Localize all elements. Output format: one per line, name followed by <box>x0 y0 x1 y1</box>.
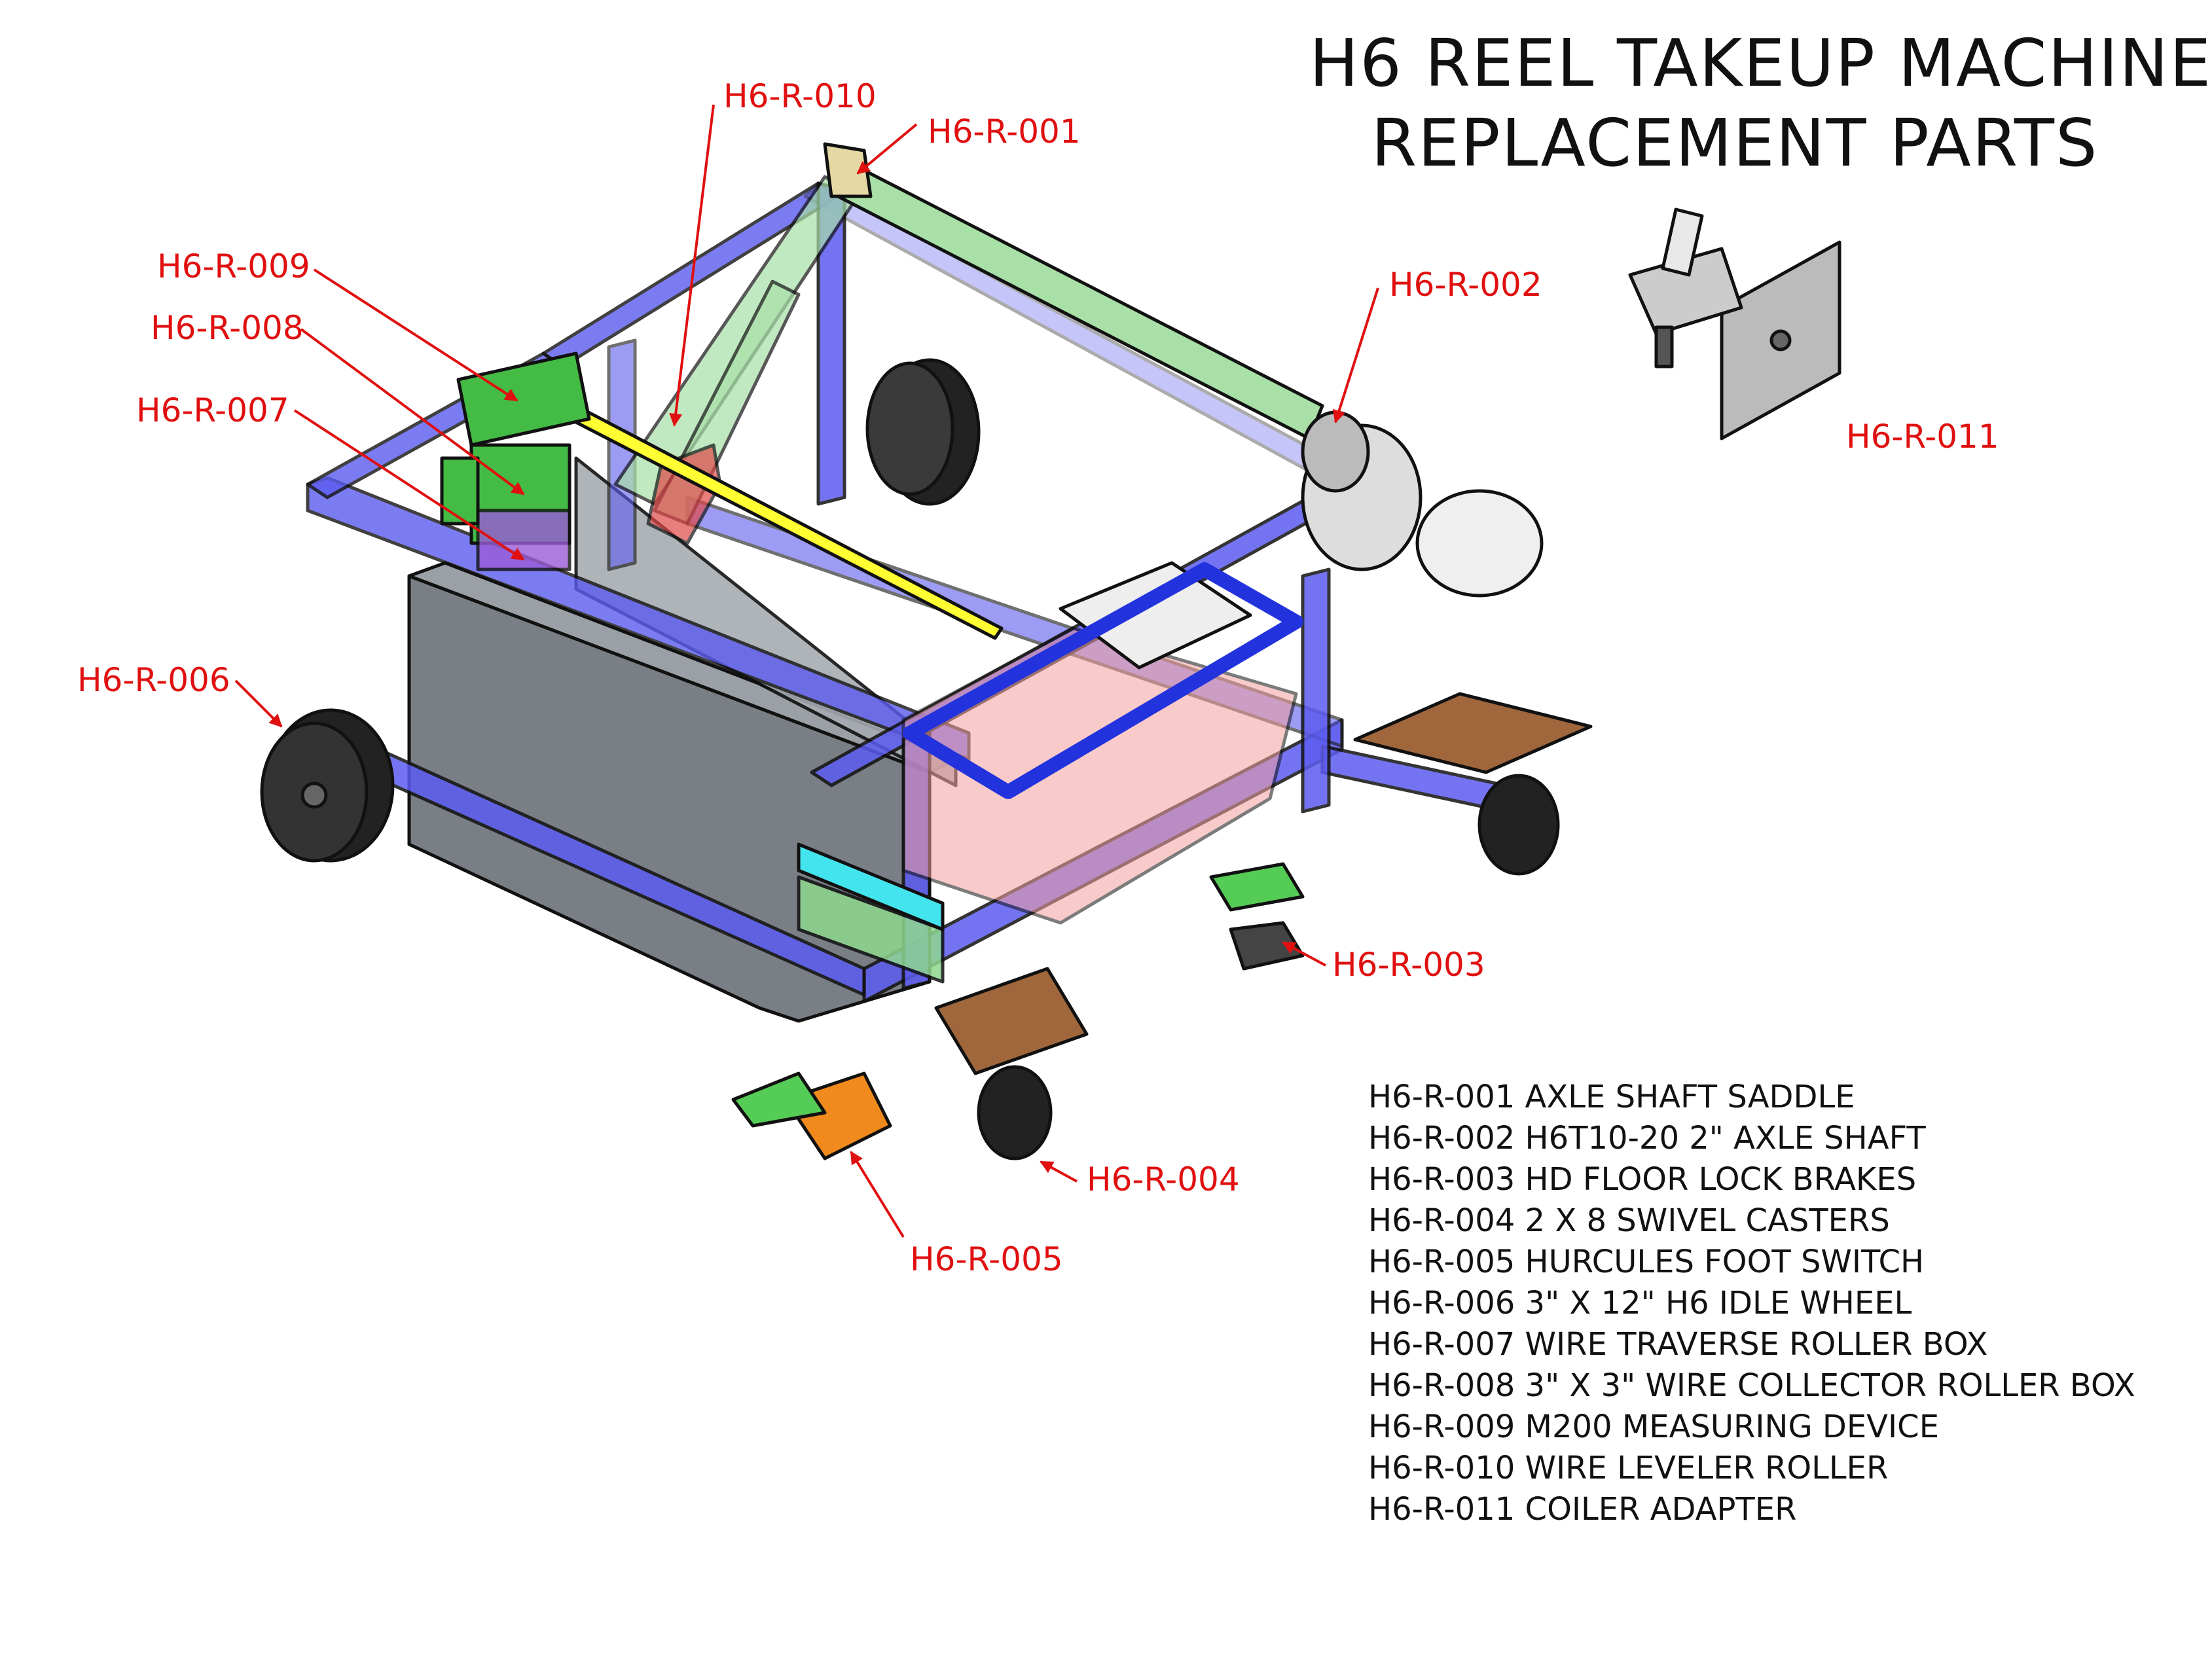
callout-h6-r-004: H6-R-004 <box>1087 1160 1240 1198</box>
axle-saddle <box>823 142 873 198</box>
callout-h6-r-005: H6-R-005 <box>910 1240 1063 1278</box>
roller-cylinder <box>440 456 480 526</box>
callout-h6-r-011: H6-R-011 <box>1846 418 1999 456</box>
coiler-adapter-drawing <box>1628 207 1841 440</box>
rear-wheel-face <box>865 361 954 496</box>
coiler-handle <box>1661 207 1704 277</box>
coiler-pin <box>1654 325 1674 368</box>
callout-h6-r-001: H6-R-001 <box>928 113 1081 151</box>
leader-003 <box>1282 941 1326 967</box>
leader-002 <box>1332 287 1379 423</box>
collector-box-lid <box>1059 561 1252 670</box>
floor-lock-pedal <box>1229 921 1305 971</box>
parts-list-item: H6-R-009 M200 MEASURING DEVICE <box>1368 1409 1940 1445</box>
measuring-device <box>456 351 591 447</box>
idle-wheel-hub <box>300 781 328 809</box>
parts-list-item: H6-R-002 H6T10-20 2" AXLE SHAFT <box>1368 1120 1926 1157</box>
parts-list-item: H6-R-004 2 X 8 SWIVEL CASTERS <box>1368 1202 1890 1239</box>
leader-010 <box>669 104 715 427</box>
callout-h6-r-007: H6-R-007 <box>136 391 289 429</box>
title-line-2: REPLACEMENT PARTS <box>1371 105 2099 181</box>
callout-h6-r-002: H6-R-002 <box>1389 266 1542 304</box>
callout-leaders <box>234 104 1379 1238</box>
parts-list-item: H6-R-010 WIRE LEVELER ROLLER <box>1368 1450 1889 1486</box>
parts-list: H6-R-001 AXLE SHAFT SADDLE H6-R-002 H6T1… <box>1368 1077 2135 1530</box>
callout-h6-r-003: H6-R-003 <box>1332 946 1485 984</box>
parts-list-item: H6-R-001 AXLE SHAFT SADDLE <box>1368 1079 1855 1115</box>
foot-switch-base <box>731 1071 827 1128</box>
collector-box <box>901 626 1298 925</box>
front-caster-wheel <box>977 1065 1053 1160</box>
leader-006 <box>234 679 283 728</box>
machine-diagram <box>234 104 1841 1238</box>
leader-001 <box>856 123 918 175</box>
mid-post <box>607 338 637 571</box>
coiler-plate-hole <box>1769 329 1792 351</box>
leader-009 <box>313 268 518 402</box>
reel-takeup-machine-drawing <box>260 142 1593 1160</box>
floor-lock-brake <box>1209 862 1305 912</box>
leader-007 <box>293 409 525 561</box>
title-line-1: H6 REEL TAKEUP MACHINE <box>1309 25 2212 101</box>
parts-list-item: H6-R-007 WIRE TRAVERSE ROLLER BOX <box>1368 1326 1988 1363</box>
front-caster-plate <box>934 967 1089 1075</box>
parts-list-item: H6-R-008 3" X 3" WIRE COLLECTOR ROLLER B… <box>1368 1367 2135 1404</box>
hub-cylinder <box>1415 489 1544 598</box>
callout-h6-r-009: H6-R-009 <box>157 247 310 285</box>
leader-008 <box>300 328 525 495</box>
leader-004 <box>1040 1160 1078 1183</box>
parts-list-item: H6-R-006 3" X 12" H6 IDLE WHEEL <box>1368 1285 1912 1321</box>
callout-h6-r-008: H6-R-008 <box>151 309 304 347</box>
callout-h6-r-006: H6-R-006 <box>77 661 230 699</box>
right-caster-wheel <box>1478 774 1560 876</box>
blue-box-frame <box>903 562 1303 799</box>
parts-list-item: H6-R-003 HD FLOOR LOCK BRAKES <box>1368 1161 1917 1198</box>
leader-005 <box>850 1151 905 1238</box>
hub-flange <box>1301 410 1370 493</box>
parts-list-item: H6-R-005 HURCULES FOOT SWITCH <box>1368 1244 1925 1280</box>
green-plate <box>797 875 945 984</box>
right-post <box>1301 567 1331 814</box>
right-caster-plate <box>1353 692 1593 774</box>
callout-h6-r-010: H6-R-010 <box>723 77 877 115</box>
parts-list-item: H6-R-011 COILER ADAPTER <box>1368 1491 1797 1528</box>
